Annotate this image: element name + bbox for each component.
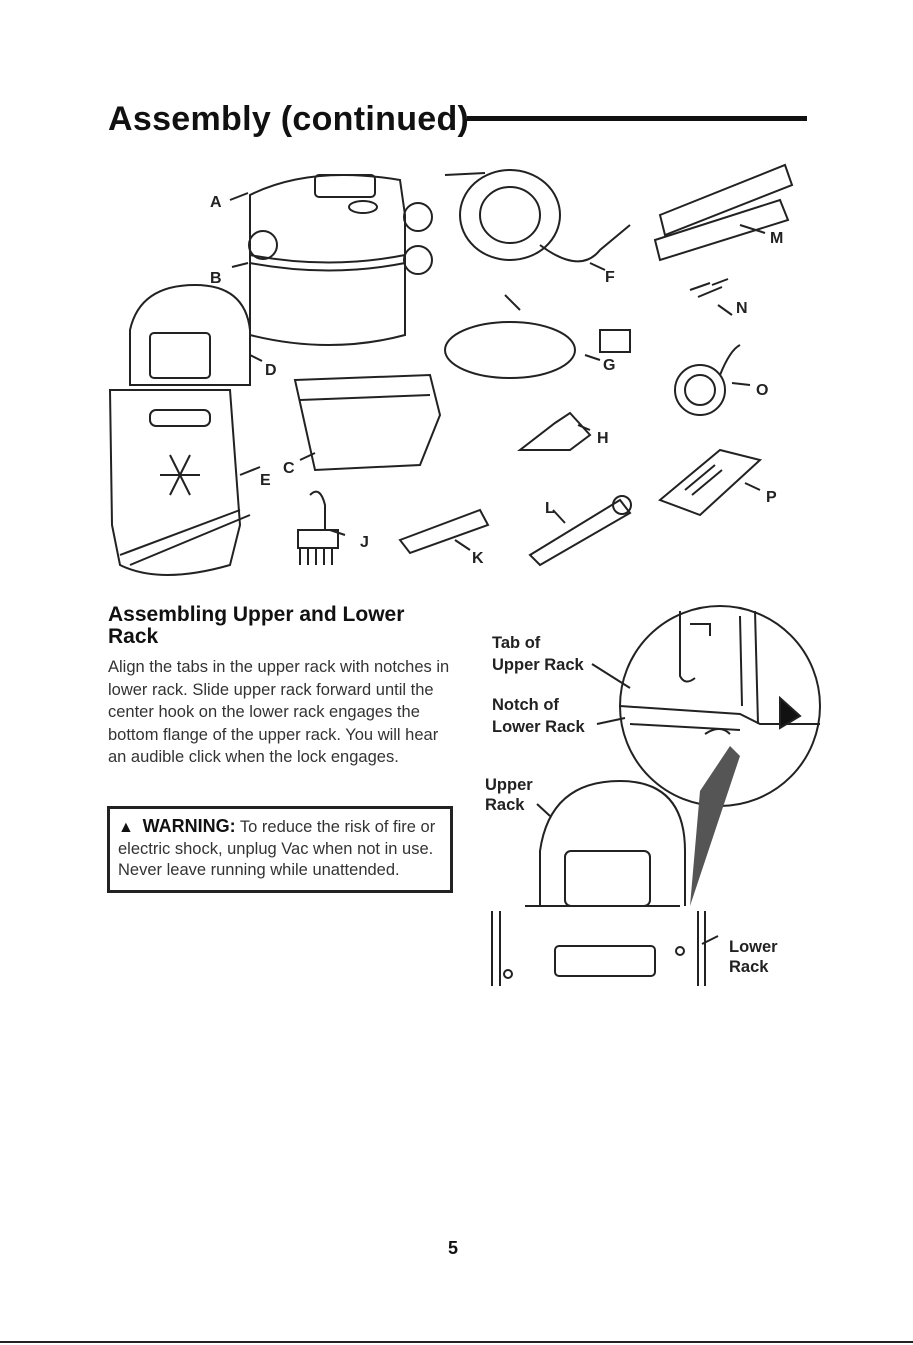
part-label-b: B <box>210 270 222 287</box>
upper-rack-label-line2: Rack <box>485 796 525 814</box>
parts-illustration: A B C D E F G H J K L M N O P <box>100 155 810 585</box>
rack-detail-drawing: Tab of Upper Rack Notch of Lower Rack Up… <box>485 605 821 986</box>
notch-label-line2: Lower Rack <box>492 718 585 736</box>
tab-label-line2: Upper Rack <box>492 656 585 674</box>
rack-detail-illustration: Tab of Upper Rack Notch of Lower Rack Up… <box>480 605 821 986</box>
warning-triangle-icon: ▲ <box>118 819 134 836</box>
parts-drawing: A B C D E F G H J K L M N O P <box>108 163 794 576</box>
page-number: 5 <box>448 1238 459 1258</box>
notch-label-line1: Notch of <box>492 696 559 714</box>
footer-rule <box>0 1341 913 1343</box>
part-label-p: P <box>766 489 777 506</box>
part-label-c: C <box>283 460 295 477</box>
section-body: Align the tabs in the upper rack with no… <box>108 658 450 766</box>
lower-rack-label-line2: Rack <box>729 958 769 976</box>
tab-label-line1: Tab of <box>492 634 541 652</box>
warning-text: To reduce the risk of fire or electric s… <box>118 818 436 879</box>
part-label-a: A <box>210 194 222 211</box>
upper-rack-label-line1: Upper <box>485 776 533 794</box>
part-label-e: E <box>260 472 271 489</box>
part-label-j: J <box>360 534 369 551</box>
part-label-g: G <box>603 357 615 374</box>
part-label-m: M <box>770 230 783 247</box>
lower-rack-label-line1: Lower <box>729 938 778 956</box>
part-label-h: H <box>597 430 609 447</box>
title-rule <box>467 116 807 121</box>
part-label-o: O <box>756 382 768 399</box>
part-label-f: F <box>605 269 615 286</box>
section-heading: Assembling Upper and Lower Rack <box>108 603 405 648</box>
part-label-n: N <box>736 300 748 317</box>
part-label-l: L <box>545 500 555 517</box>
part-label-d: D <box>265 362 277 379</box>
part-label-k: K <box>472 550 484 567</box>
warning-box: ▲ WARNING: To reduce the risk of fire or… <box>107 806 453 893</box>
warning-label: WARNING: <box>142 816 236 836</box>
page-title: Assembly (continued) <box>108 100 470 138</box>
